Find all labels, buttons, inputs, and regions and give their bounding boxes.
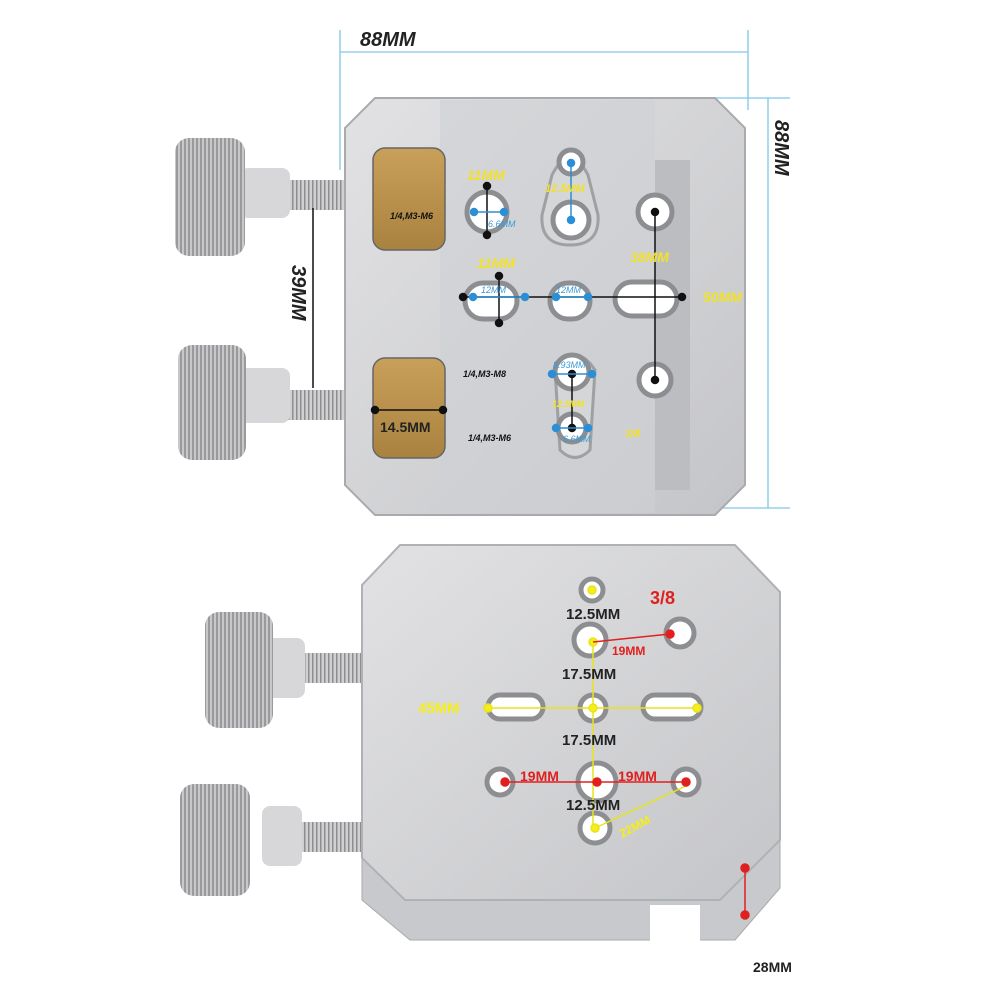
bottom-view: 12.5MM 3/8 19MM 17.5MM 45MM 17.5MM 19MM … xyxy=(180,544,792,975)
spacing-17-5-a: 17.5MM xyxy=(562,666,616,683)
knob-upper xyxy=(175,138,347,256)
knob-spacing-label: 39MM xyxy=(287,265,309,322)
width-label: 88MM xyxy=(360,29,417,51)
spacing-17-5-b: 17.5MM xyxy=(562,732,616,749)
horizontal-50-label: 50MM xyxy=(703,289,742,305)
slot-spacing-12-5-b: 12.5MM xyxy=(552,399,585,409)
offset-19-right: 19MM xyxy=(618,768,657,784)
top-view: 88MM 88MM 39MM xyxy=(175,29,792,516)
thread-label-1: 1/4,M3-M6 xyxy=(390,211,434,221)
thread-label-2: 1/4,M3-M8 xyxy=(463,369,506,379)
slot-span-45: 45MM xyxy=(418,700,460,717)
blue-dimension-lines xyxy=(468,158,597,433)
slot-width-12-b: 12MM xyxy=(556,285,582,295)
spacing-12-5-top: 12.5MM xyxy=(566,606,620,623)
brass-pad-upper xyxy=(372,147,446,251)
hole-diameter-6-6-b: 6.6MM xyxy=(563,434,591,444)
hole-diameter-6-6-a: 6.6MM xyxy=(488,219,516,229)
slot-spacing-11-b: 11MM xyxy=(477,255,515,271)
knob-lower xyxy=(178,345,347,460)
offset-19-top: 19MM xyxy=(612,644,645,658)
slot-spacing-12-5-a: 12.5MM xyxy=(545,183,586,195)
height-label: 88MM xyxy=(770,120,792,177)
red-dimension-lines xyxy=(500,629,750,920)
knob-lower-bottom xyxy=(180,784,365,896)
brass-pad-lower xyxy=(372,357,446,459)
pad-width-label: 14.5MM xyxy=(380,419,431,435)
hole-spacing-11-a: 11MM xyxy=(467,167,505,183)
offset-19-left: 19MM xyxy=(520,768,559,784)
thread-3-8-bottom: 3/8 xyxy=(650,588,675,608)
bottom-plate-body xyxy=(361,544,781,901)
knob-upper-bottom xyxy=(205,612,365,728)
thread-3-8-label: 3/8 xyxy=(625,428,641,440)
slot-width-12-a: 12MM xyxy=(481,285,507,295)
thread-label-3: 1/4,M3-M6 xyxy=(468,433,512,443)
vertical-38-label: 38MM xyxy=(630,249,669,265)
hole-diameter-8-93: 8.93MM xyxy=(553,360,586,370)
height-28-label: 28MM xyxy=(753,959,792,975)
spacing-12-5-bottom: 12.5MM xyxy=(566,797,620,814)
